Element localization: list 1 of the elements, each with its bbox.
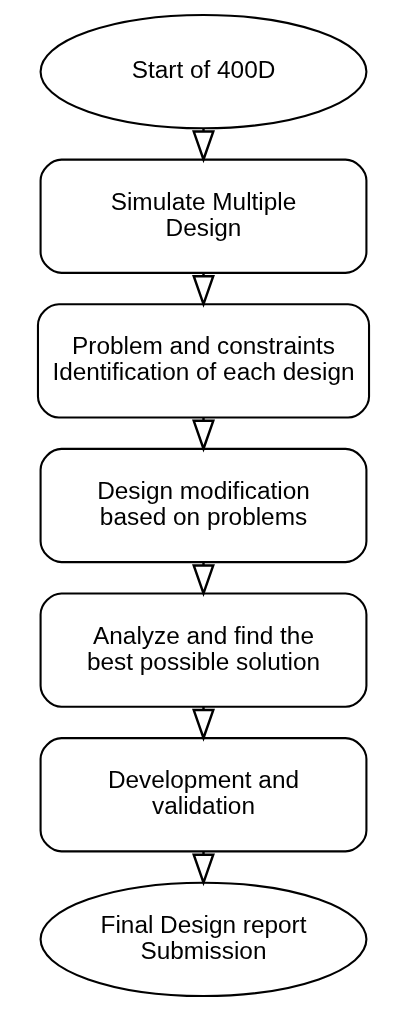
node-ellipse: Final Design report Submission [39, 881, 367, 998]
